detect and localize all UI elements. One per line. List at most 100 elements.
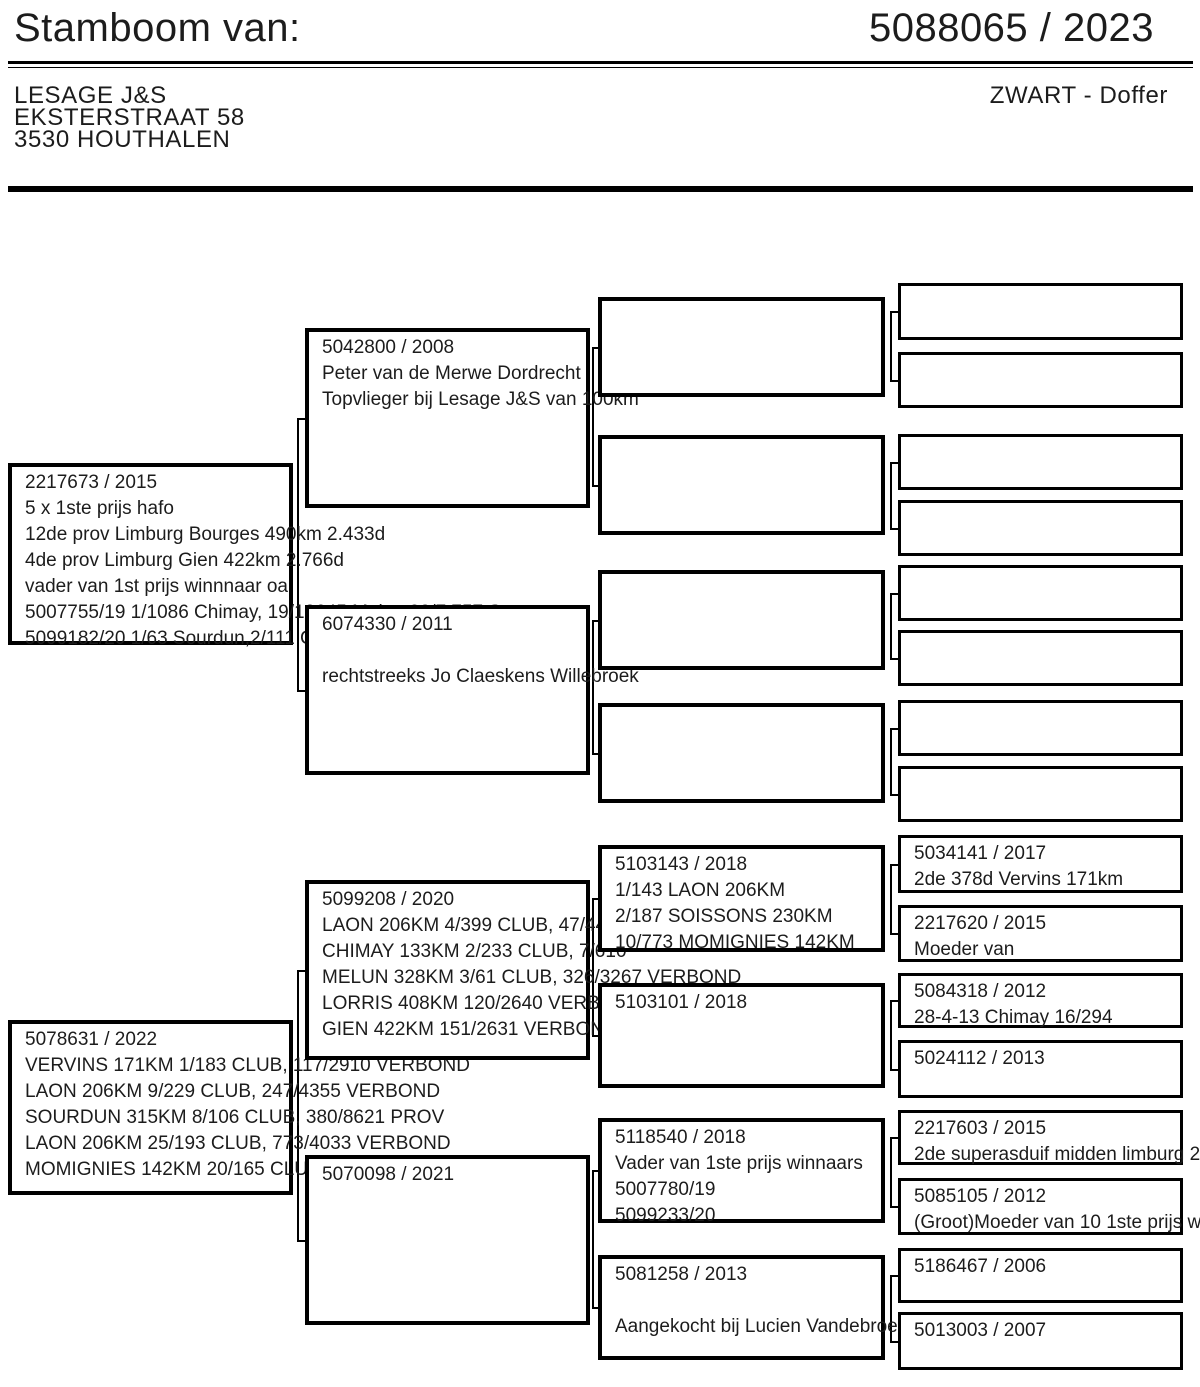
connector-stub: [592, 1307, 598, 1309]
box-text-line: 5078631 / 2022: [25, 1029, 158, 1050]
pedigree-box-gggp-5: [898, 565, 1183, 621]
connector-stub: [890, 864, 898, 866]
connector-vertical: [297, 970, 299, 1242]
box-text-line: 2de 378d Vervins 171km: [914, 869, 1124, 890]
box-text-line: 28-4-13 Chimay 16/294: [914, 1007, 1113, 1028]
connector-vertical: [890, 593, 892, 660]
box-text-line: 5103143 / 2018: [615, 854, 748, 875]
pedigree-box-m-grandmother: 5070098 / 2021: [305, 1155, 590, 1325]
connector-stub: [890, 462, 898, 464]
connector-stub: [890, 380, 898, 382]
connector-stub: [297, 418, 305, 420]
connector-vertical: [592, 898, 594, 1037]
connector-stub: [592, 753, 598, 755]
pedigree-box-gggp-3: [898, 434, 1183, 490]
box-text-line: 5007755/19 1/1086 Chimay, 19/10645 Melun…: [25, 602, 532, 623]
box-text-line: 2/187 SOISSONS 230KM: [615, 906, 833, 927]
connector-vertical: [890, 1000, 892, 1071]
box-text-line: 5099208 / 2020: [322, 889, 455, 910]
connector-vertical: [890, 462, 892, 530]
pedigree-box-gggp-15: 5186467 / 2006: [898, 1248, 1183, 1303]
connector-vertical: [890, 1275, 892, 1343]
pedigree-box-gggp-14: 5085105 / 2012 (Groot)Moeder van 10 1ste …: [898, 1178, 1200, 1235]
header-rule-top: [8, 61, 1193, 64]
box-text-line: CHIMAY 133KM 2/233 CLUB, 7/610: [322, 941, 627, 962]
connector-stub: [592, 1170, 598, 1172]
box-text-line: [322, 638, 586, 664]
box-text-line: VERVINS 171KM 1/183 CLUB, 117/2910 VERBO…: [25, 1055, 470, 1076]
box-text-line: 4de prov Limburg Gien 422km 2.766d: [25, 550, 344, 571]
connector-stub: [297, 1240, 305, 1242]
box-text-line: rechtstreeks Jo Claeskens Willebroek: [322, 666, 639, 687]
pedigree-box-gggp-2: [898, 352, 1183, 408]
box-text-line: GIEN 422KM 151/2631 VERBOND,: [322, 1019, 623, 1040]
box-text-line: SOURDUN 315KM 8/106 CLUB, 380/8621 PROV: [25, 1107, 445, 1128]
box-text-line: 5013003 / 2007: [914, 1320, 1047, 1341]
box-text-line: 5118540 / 2018: [615, 1127, 746, 1148]
box-text-line: LAON 206KM 4/399 CLUB, 47/4451: [322, 915, 628, 936]
owner-street: EKSTERSTRAAT 58: [14, 104, 245, 131]
pedigree-box-gggp-4: [898, 500, 1183, 556]
box-text-line: MOMIGNIES 142KM 20/165 CLUB: [25, 1159, 321, 1180]
box-text-line: 6074330 / 2011: [322, 614, 453, 635]
box-text-line: 5 x 1ste prijs hafo: [25, 498, 174, 519]
box-text-line: 5042800 / 2008: [322, 337, 455, 358]
connector-stub: [890, 933, 898, 935]
connector-vertical: [592, 620, 594, 755]
box-text-line: 12de prov Limburg Bourges 490km 2.433d: [25, 524, 386, 545]
connector-stub: [890, 794, 898, 796]
connector-stub: [890, 728, 898, 730]
header-rule-bottom: [8, 186, 1193, 192]
pedigree-box-gggp-1: [898, 283, 1183, 340]
box-text-line: [615, 1288, 881, 1314]
connector-stub: [890, 1275, 898, 1277]
connector-stub: [890, 1069, 898, 1071]
connector-stub: [890, 1137, 898, 1139]
connector-vertical: [592, 347, 594, 487]
connector-stub: [592, 620, 598, 622]
pedigree-box-gggp-16: 5013003 / 2007: [898, 1312, 1183, 1370]
box-text-line: 10/773 MOMIGNIES 142KM: [615, 932, 855, 953]
connector-stub: [297, 690, 305, 692]
pedigree-box-ggp-3: [598, 570, 885, 670]
box-text-line: Aangekocht bij Lucien Vandebroek Z: [615, 1316, 925, 1337]
bird-color-sex: ZWART - Doffer: [989, 82, 1168, 109]
connector-stub: [890, 311, 898, 313]
pedigree-box-gggp-6: [898, 630, 1183, 686]
box-text-line: 5085105 / 2012: [914, 1186, 1047, 1207]
box-text-line: 2217673 / 2015: [25, 472, 158, 493]
box-text-line: LAON 206KM 9/229 CLUB, 247/4355 VERBOND: [25, 1081, 441, 1102]
connector-vertical: [890, 1137, 892, 1208]
pedigree-box-ggp-4: [598, 703, 885, 803]
box-text-line: LORRIS 408KM 120/2640 VERBOND: [322, 993, 642, 1014]
pedigree-box-gggp-8: [898, 766, 1183, 822]
pedigree-box-gggp-12: 5024112 / 2013: [898, 1040, 1183, 1098]
box-text-line: 5186467 / 2006: [914, 1256, 1047, 1277]
box-text-line: 2217620 / 2015: [914, 913, 1047, 934]
box-text-line: 1/143 LAON 206KM: [615, 880, 786, 901]
box-text-line: 2de superasduif midden limburg 201: [914, 1144, 1200, 1165]
connector-stub: [890, 1000, 898, 1002]
owner-city: 3530 HOUTHALEN: [14, 126, 231, 153]
header-rule-top-thin: [8, 67, 1193, 68]
box-text-line: 5099182/20 1/63 Sourdun,2/111 Chimay: [25, 628, 365, 649]
page-title: Stamboom van:: [14, 6, 301, 50]
box-text-line: (Groot)Moeder van 10 1ste prijs winn: [914, 1212, 1200, 1233]
box-text-line: vader van 1st prijs winnnaar oa: [25, 576, 288, 597]
box-text-line: 5034141 / 2017: [914, 843, 1047, 864]
pedigree-box-gggp-9: 5034141 / 2017 2de 378d Vervins 171km: [898, 835, 1183, 893]
owner-name: LESAGE J&S: [14, 82, 167, 109]
connector-vertical: [890, 864, 892, 935]
box-text-line: 5103101 / 2018: [615, 992, 748, 1013]
connector-vertical: [890, 311, 892, 382]
pedigree-box-father: 2217673 / 2015 5 x 1ste prijs hafo 12de pr…: [8, 463, 532, 649]
box-text-line: Vader van 1ste prijs winnaars: [615, 1153, 863, 1174]
pedigree-box-ggp-2: [598, 435, 885, 535]
pedigree-box-p-grandmother: 6074330 / 2011 rechtstreeks Jo Claeskens …: [305, 605, 639, 775]
